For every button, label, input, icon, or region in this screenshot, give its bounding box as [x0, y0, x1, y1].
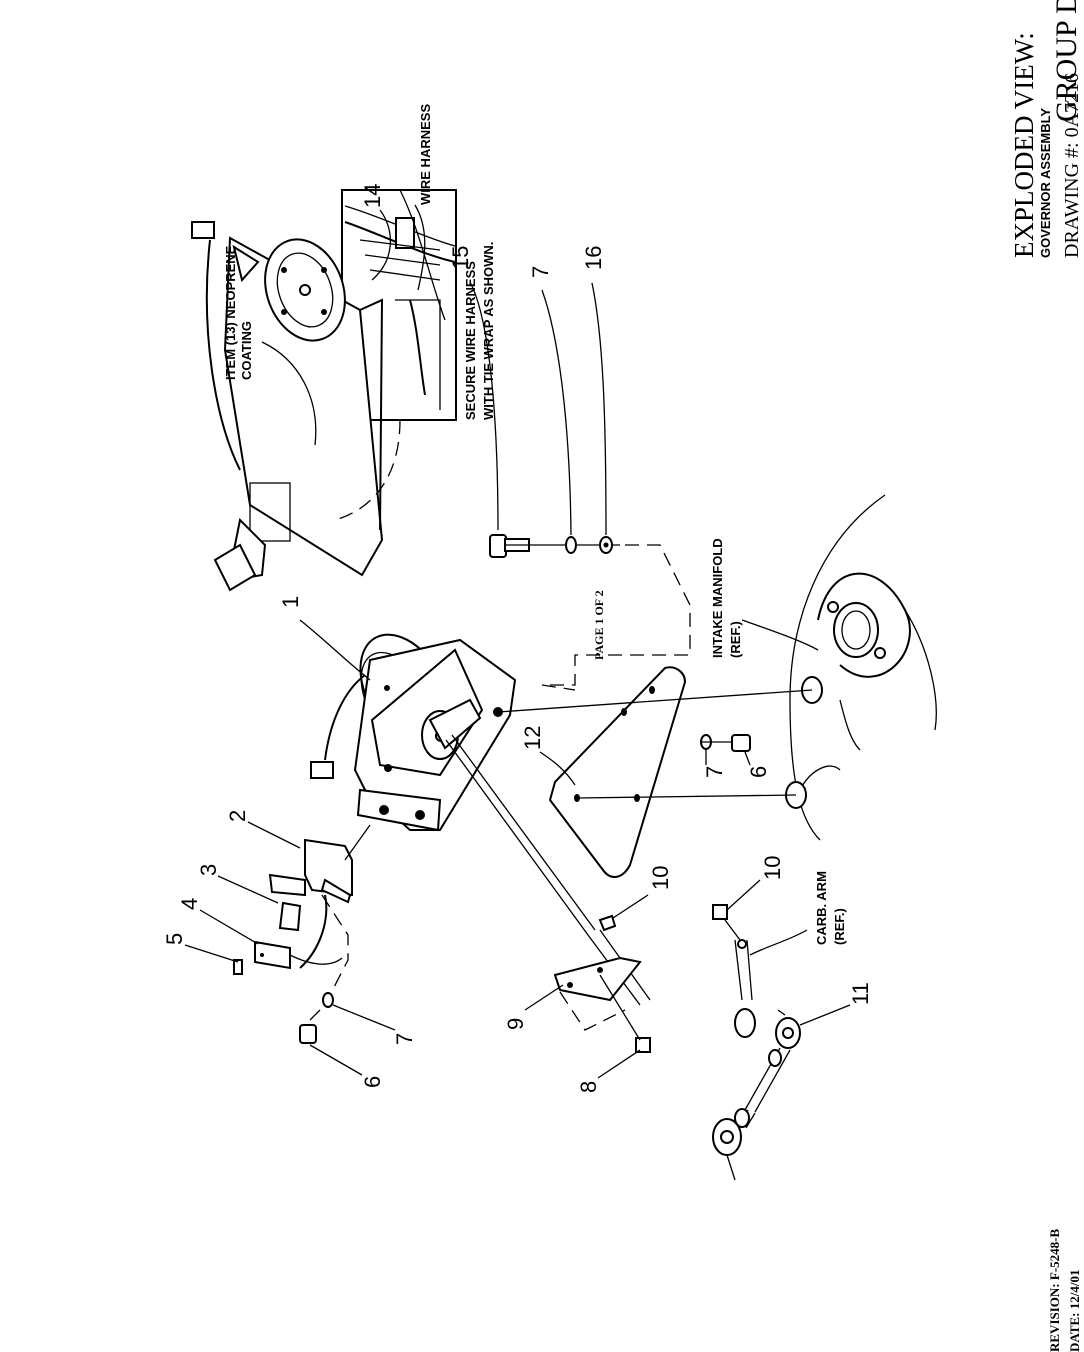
leader-8: [597, 1049, 641, 1079]
leader-12: [539, 751, 576, 786]
leader-4: [199, 909, 259, 945]
leader-7-top: [541, 289, 572, 536]
linkage-rod: [445, 734, 651, 1053]
cover-dash: [321, 894, 349, 996]
callout-5: 5: [162, 933, 187, 945]
leader-carb: [749, 929, 808, 956]
note-neoprene-2: COATING: [239, 321, 254, 380]
fastener-mid: [700, 734, 751, 752]
view-title: EXPLODED VIEW:: [1009, 32, 1039, 258]
callout-6-low: 6: [360, 1076, 385, 1088]
leader-10-rod: [612, 894, 649, 919]
leader-5: [184, 944, 239, 963]
note-secure-1: SECURE WIRE HARNESS: [463, 261, 478, 420]
detail-leader-dash: [334, 419, 401, 521]
callout-3: 3: [196, 864, 221, 876]
leader-3: [217, 875, 279, 904]
callout-11: 11: [848, 982, 873, 1005]
note-intake-1: INTAKE MANIFOLD: [710, 538, 725, 658]
leader-6-mid: [744, 751, 751, 766]
fastener-stack: [489, 534, 620, 558]
callout-16: 16: [581, 246, 606, 270]
note-carb-1: CARB. ARM: [814, 871, 829, 945]
callout-7-mid: 7: [702, 766, 727, 778]
callout-10-rod: 10: [648, 866, 673, 890]
note-intake-2: (REF.): [728, 621, 743, 658]
drawing-number: DRAWING #: 0A7216: [1061, 73, 1083, 258]
stack-dash-lines: [541, 544, 691, 691]
callout-14: 14: [360, 184, 385, 208]
note-carb-2: (REF.): [832, 908, 847, 945]
leader-6-low: [309, 1044, 363, 1076]
main-governor: [310, 633, 517, 832]
callout-9: 9: [503, 1018, 528, 1030]
leader-10-carb: [726, 879, 761, 911]
note-secure-2: WITH TIE WRAP AS SHOWN.: [481, 242, 496, 420]
leader-harness: [414, 204, 426, 291]
tie-rod-assembly: [712, 1009, 801, 1181]
callout-15: 15: [448, 246, 473, 270]
callout-12: 12: [520, 726, 545, 750]
group-label: GROUP D: [1050, 0, 1083, 122]
leader-11: [799, 1004, 851, 1026]
leader-9: [524, 984, 564, 1011]
carb-arm: [712, 904, 756, 1038]
callout-8: 8: [576, 1081, 601, 1093]
leader-2: [247, 821, 301, 849]
callout-10-carb: 10: [760, 856, 785, 880]
note-wire-harness: WIRE HARNESS: [418, 104, 433, 205]
intake-manifold: [785, 494, 937, 841]
rod-dash: [559, 991, 626, 1031]
leader-14: [371, 209, 391, 281]
leader-neoprene: [261, 341, 317, 446]
callout-7-top: 7: [528, 266, 553, 278]
leader-intake: [741, 619, 819, 651]
callout-1: 1: [278, 596, 303, 608]
callout-6-mid: 6: [746, 766, 771, 778]
fastener-lower: [299, 992, 334, 1044]
leader-1: [299, 619, 371, 681]
revision-text: REVISION: F-5248-B: [1047, 1229, 1062, 1352]
leader-15: [469, 281, 499, 531]
date-text: DATE: 12/4/01: [1067, 1270, 1082, 1352]
callout-4: 4: [177, 898, 202, 910]
leader-7-low: [332, 1004, 396, 1031]
callout-7-low: 7: [392, 1033, 417, 1045]
assembly-name: GOVERNOR ASSEMBLY: [1038, 108, 1053, 258]
page-indicator: PAGE 1 OF 2: [592, 590, 606, 660]
adapter-plate: [497, 666, 813, 878]
leader-16: [591, 282, 607, 536]
governor-coated-view: [191, 221, 384, 592]
note-neoprene-1: ITEM (13) NEOPRENE: [223, 245, 238, 380]
callout-2: 2: [225, 810, 250, 822]
cover-assembly: [233, 824, 371, 975]
